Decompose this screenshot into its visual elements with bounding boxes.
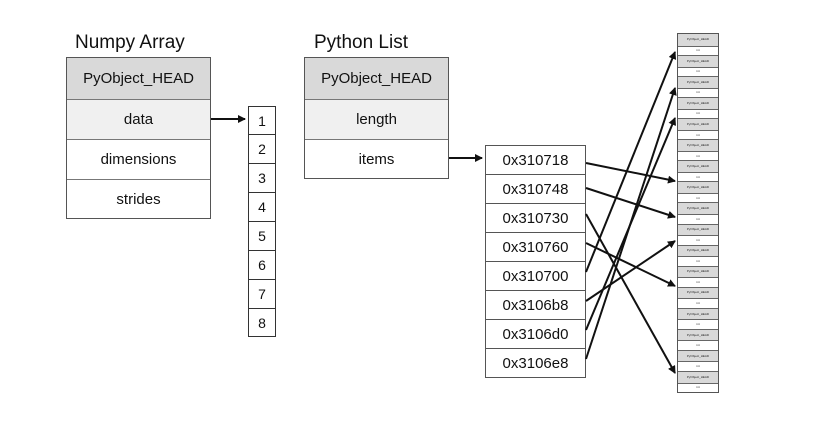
buffer-cell: 8 (248, 308, 276, 337)
object-reference-arrow (585, 51, 677, 273)
pointer-cell: 0x310718 (485, 145, 586, 175)
object-reference-arrow (585, 162, 676, 184)
memory-object-value: int (678, 256, 718, 266)
object-reference-arrow (585, 213, 676, 374)
python-list-title: Python List (314, 32, 408, 53)
memory-object-header: PyObject_HEAD (678, 55, 718, 67)
list-length-field: length (305, 99, 448, 139)
numpy-data-field: data (67, 99, 210, 139)
object-reference-arrow (585, 87, 677, 360)
memory-object-header: PyObject_HEAD (678, 97, 718, 109)
list-items-field: items (305, 139, 448, 179)
memory-object-header: PyObject_HEAD (678, 34, 718, 46)
memory-object-value: int (678, 319, 718, 329)
numpy-pyobject-head-field: PyObject_HEAD (67, 58, 210, 99)
memory-object-header: PyObject_HEAD (678, 160, 718, 172)
memory-object-header: PyObject_HEAD (678, 370, 718, 383)
memory-object-header: PyObject_HEAD (678, 286, 718, 299)
memory-object-value: int (678, 66, 718, 77)
memory-object-header: PyObject_HEAD (678, 349, 718, 362)
memory-object-header: PyObject_HEAD (678, 139, 718, 151)
memory-object-header: PyObject_HEAD (678, 202, 718, 215)
memory-object-value: int (678, 129, 718, 140)
memory-object-value: int (678, 150, 718, 161)
buffer-cell: 4 (248, 192, 276, 222)
pointer-cell: 0x3106d0 (485, 319, 586, 349)
memory-object-value: int (678, 361, 718, 371)
pointer-cell: 0x310760 (485, 232, 586, 262)
object-reference-arrow (585, 187, 676, 219)
buffer-cell: 5 (248, 221, 276, 251)
object-reference-arrow (585, 242, 676, 287)
memory-object-value: int (678, 171, 718, 182)
memory-object-value: int (678, 214, 718, 224)
memory-object-header: PyObject_HEAD (678, 76, 718, 88)
object-reference-arrow (585, 240, 676, 302)
numpy-strides-field: strides (67, 179, 210, 219)
pointer-cell: 0x3106e8 (485, 348, 586, 378)
memory-object-header: PyObject_HEAD (678, 244, 718, 257)
memory-object-value: int (678, 192, 718, 203)
numpy-dimensions-field: dimensions (67, 139, 210, 179)
pointer-cell: 0x310700 (485, 261, 586, 291)
python-list-struct: PyObject_HEAD length items (304, 57, 449, 179)
memory-object-header: PyObject_HEAD (678, 328, 718, 341)
memory-object-value: int (678, 45, 718, 56)
numpy-array-title: Numpy Array (75, 32, 185, 53)
memory-object-value: int (678, 340, 718, 350)
memory-object-header: PyObject_HEAD (678, 181, 718, 193)
memory-object-value: int (678, 108, 718, 119)
memory-object-header: PyObject_HEAD (678, 223, 718, 236)
memory-object-header: PyObject_HEAD (678, 307, 718, 320)
memory-object-value: int (678, 382, 718, 392)
numpy-array-struct: PyObject_HEAD data dimensions strides (66, 57, 211, 219)
memory-object-value: int (678, 298, 718, 308)
memory-object-value: int (678, 87, 718, 98)
memory-object-value: int (678, 235, 718, 245)
buffer-cell: 2 (248, 134, 276, 164)
buffer-cell: 3 (248, 163, 276, 193)
buffer-cell: 7 (248, 279, 276, 309)
memory-object-header: PyObject_HEAD (678, 118, 718, 130)
buffer-cell: 1 (248, 106, 276, 135)
list-pyobject-head-field: PyObject_HEAD (305, 58, 448, 99)
memory-object-value: int (678, 277, 718, 287)
memory-object-header: PyObject_HEAD (678, 265, 718, 278)
pointer-cell: 0x310748 (485, 174, 586, 204)
